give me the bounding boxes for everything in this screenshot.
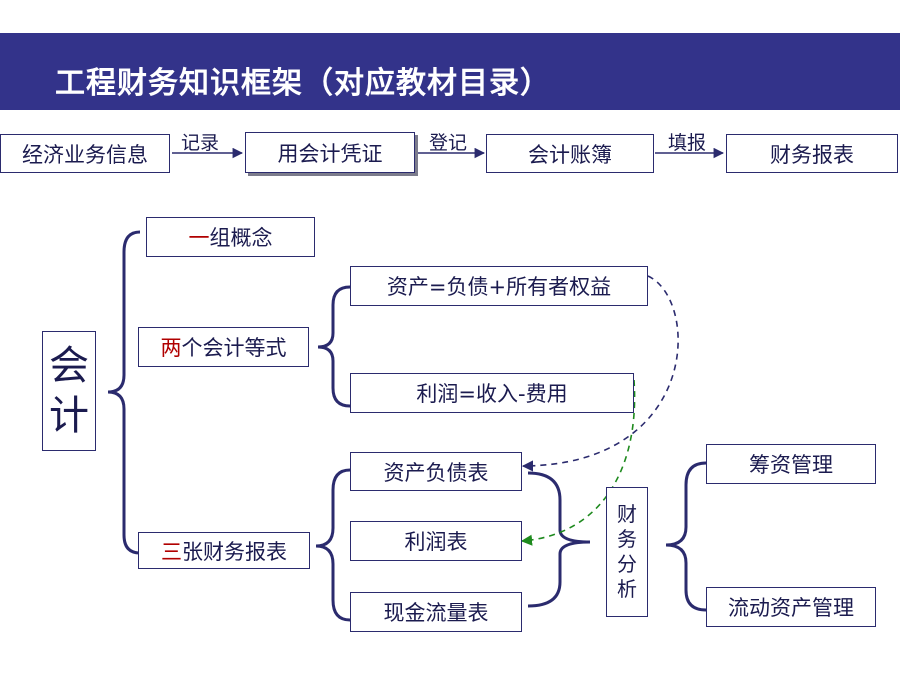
branch-concepts-label: 组概念 [209, 226, 273, 250]
statements-brace [315, 468, 351, 622]
root-char-1: 会 [49, 343, 89, 389]
flow-step-ledger: 会计账簿 [486, 134, 654, 173]
management-brace [665, 461, 707, 612]
flow-arrow-label-fill: 填报 [668, 132, 707, 154]
equations-brace [317, 285, 351, 408]
analysis-brace [527, 471, 591, 608]
flow-step-financial-report: 财务报表 [726, 134, 898, 173]
analysis-char-2: 务 [617, 527, 637, 551]
financial-analysis-node: 财 务 分 析 [606, 487, 648, 617]
flow-step-economic-info: 经济业务信息 [0, 134, 170, 173]
dashed-arrow-profit-to-income-statement [520, 379, 636, 546]
root-node-accounting: 会 计 [42, 331, 96, 451]
branch-statements-prefix: 三 [161, 539, 182, 564]
branch-statements-label: 张财务报表 [182, 539, 287, 564]
analysis-char-4: 析 [617, 577, 637, 601]
statement-income-statement: 利润表 [350, 521, 522, 561]
root-brace [107, 230, 141, 555]
flow-arrow-label-record: 记录 [181, 132, 220, 154]
branch-statements: 三张财务报表 [138, 532, 310, 569]
equation-assets-liabilities-equity: 资产=负债+所有者权益 [350, 266, 648, 306]
branch-concepts-prefix: 一 [188, 226, 210, 250]
statement-cash-flow: 现金流量表 [350, 592, 522, 632]
page-title: 工程财务知识框架（对应教材目录） [55, 66, 551, 101]
dashed-arrow-equation-to-balance-sheet [521, 275, 679, 472]
flow-step-voucher: 用会计凭证 [245, 132, 415, 173]
statement-balance-sheet: 资产负债表 [350, 452, 522, 491]
analysis-char-3: 分 [617, 552, 637, 576]
management-current-assets: 流动资产管理 [706, 587, 876, 627]
root-char-2: 计 [49, 393, 89, 439]
flow-arrow-label-register: 登记 [429, 132, 468, 154]
branch-equations-prefix: 两 [160, 336, 182, 360]
branch-equations: 两个会计等式 [138, 327, 309, 367]
equation-profit-income-expense: 利润=收入-费用 [350, 373, 634, 413]
branch-equations-label: 个会计等式 [181, 336, 287, 360]
title-banner [0, 33, 900, 110]
analysis-char-1: 财 [617, 502, 637, 526]
management-financing: 筹资管理 [706, 444, 876, 484]
branch-concepts: 一组概念 [146, 217, 315, 257]
